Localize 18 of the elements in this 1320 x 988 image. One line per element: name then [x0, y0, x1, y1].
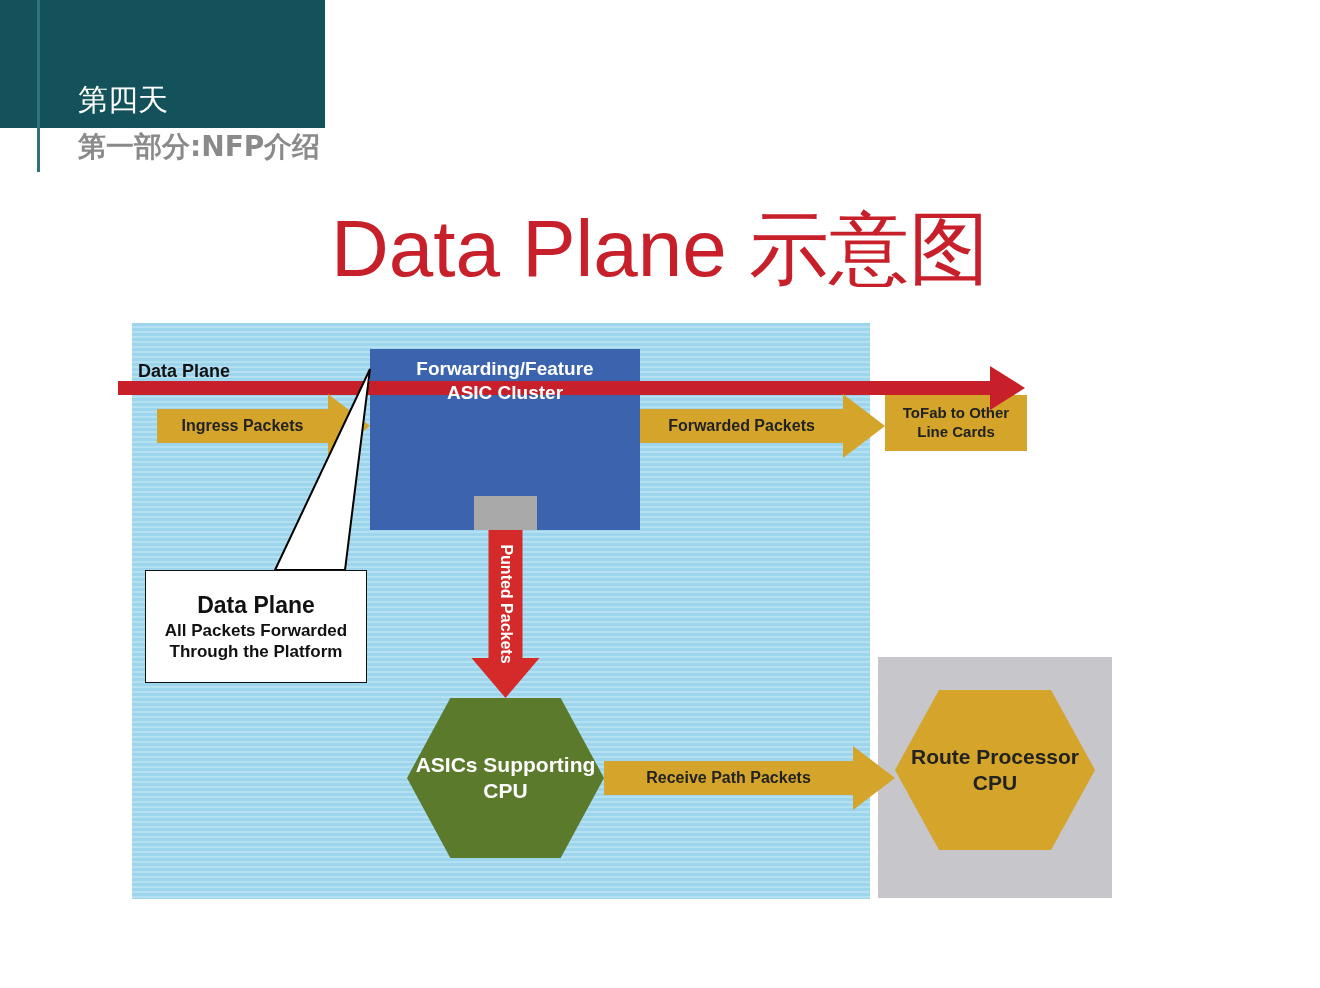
data-plane-panel — [132, 323, 870, 899]
destination-label: ToFab to Other Line Cards — [901, 404, 1011, 442]
destination-box — [885, 395, 1027, 451]
processor-panel — [878, 657, 1112, 898]
asic-cluster-box — [370, 349, 640, 530]
section-heading: 第四天 — [78, 81, 168, 119]
section-subheading: 第一部分:NFP介绍 — [78, 129, 321, 165]
port-box — [474, 496, 537, 530]
callout-box — [145, 570, 367, 683]
hexagon-label: Route Processor CPU — [909, 743, 1081, 796]
cpu-hexagon — [407, 698, 604, 858]
direction-label: Data Plane — [138, 361, 231, 382]
callout-text: All Packets Forwarded Through the Platform — [163, 619, 349, 663]
page-title: Data Plane 示意图 — [329, 203, 990, 295]
hexagon-label: ASICs Supporting CPU — [414, 751, 597, 804]
leader-line — [273, 368, 371, 571]
processor-hexagon — [895, 690, 1095, 850]
callout-heading: Data Plane — [197, 590, 315, 620]
